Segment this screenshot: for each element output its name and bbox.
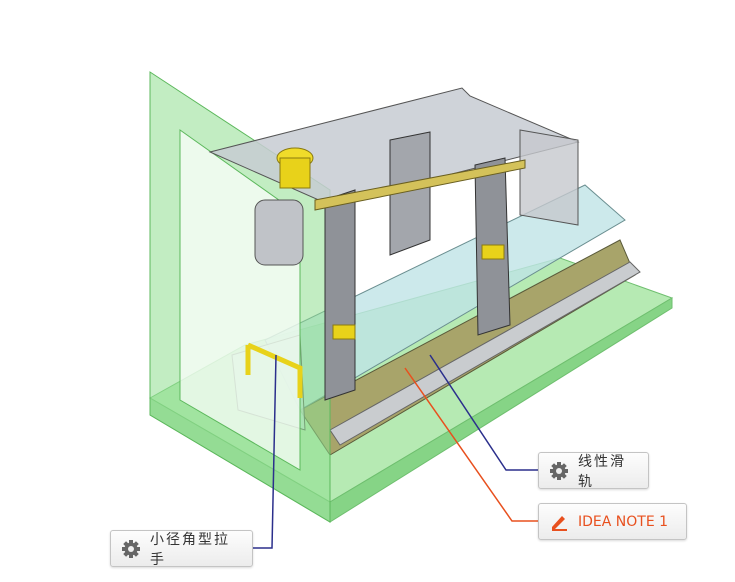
- callout-idea-note[interactable]: IDEA NOTE 1: [538, 503, 687, 540]
- gear-icon: [121, 539, 141, 559]
- center-block: [389, 131, 431, 256]
- callout-label: 线性滑轨: [578, 453, 626, 490]
- motor-cylinder: [254, 199, 304, 266]
- bracket-left: [324, 189, 356, 401]
- callout-label: 小径角型拉手: [150, 531, 230, 568]
- callout-label: IDEA NOTE 1: [578, 513, 669, 530]
- leader-line-linear-rail: [429, 354, 540, 471]
- rail-bottom-plate: [329, 261, 641, 446]
- drawer-handle: [245, 342, 303, 398]
- gear-icon: [549, 461, 569, 481]
- callout-linear-rail[interactable]: 线性滑轨: [538, 452, 649, 490]
- leader-line-idea-note: [404, 367, 540, 522]
- right-block: [519, 129, 579, 226]
- leader-line-handle: [252, 354, 277, 549]
- cross-bar: [314, 159, 526, 211]
- pencil-icon: [549, 512, 569, 532]
- callout-handle[interactable]: 小径角型拉手: [110, 530, 253, 568]
